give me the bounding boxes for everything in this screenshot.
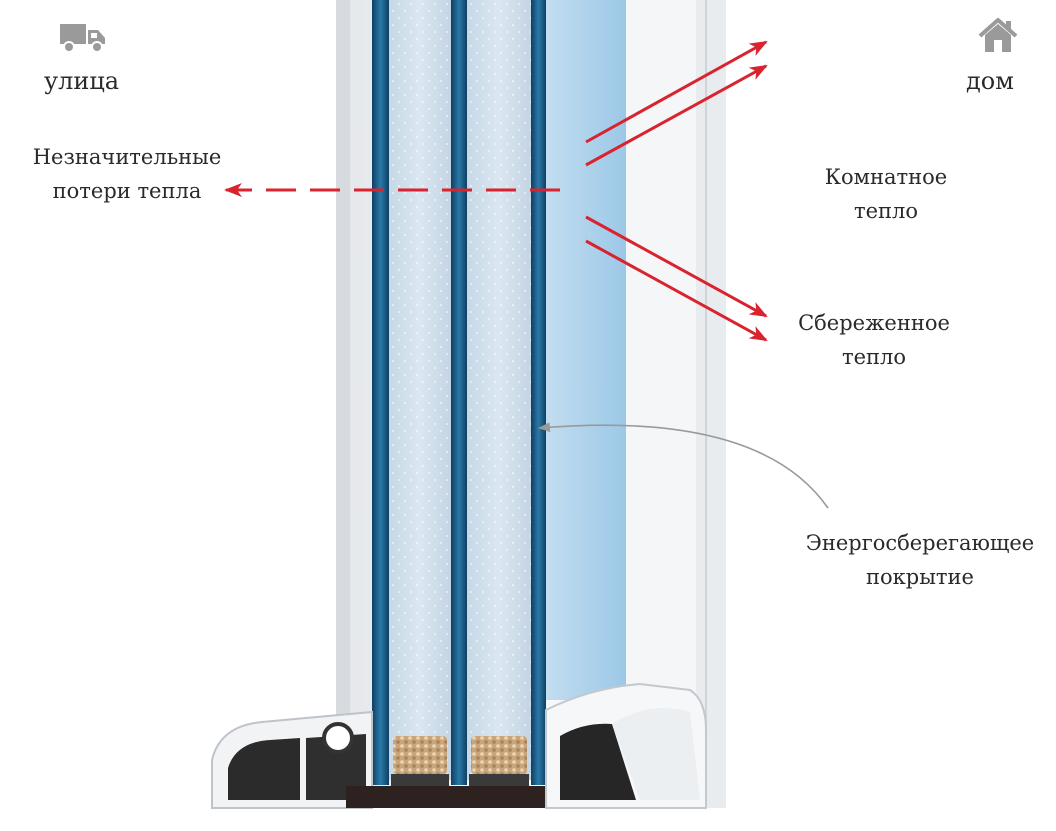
street-label: улица bbox=[44, 67, 120, 95]
glass-unit bbox=[372, 0, 626, 786]
truck-icon bbox=[60, 24, 105, 53]
coating-pointer bbox=[538, 422, 829, 509]
house-icon bbox=[978, 18, 1018, 52]
inner-glass-pane bbox=[531, 0, 546, 785]
saved-heat-arrows bbox=[585, 40, 768, 342]
middle-glass-pane bbox=[451, 0, 467, 785]
heat-loss-label: Незначительные потери тепла bbox=[32, 145, 222, 203]
outer-glass-pane bbox=[372, 0, 389, 785]
saved-heat-label: Сбереженное тепло bbox=[798, 311, 950, 369]
room-heat-arrows bbox=[560, 140, 790, 243]
spacer-desiccant bbox=[471, 736, 527, 774]
spacer-desiccant bbox=[393, 736, 447, 774]
bottom-profile bbox=[211, 682, 707, 809]
home-label: дом bbox=[966, 67, 1014, 95]
room-heat-label: Комнатное тепло bbox=[824, 165, 948, 223]
coating-label: Энергосберегающее покрытие bbox=[805, 531, 1035, 589]
